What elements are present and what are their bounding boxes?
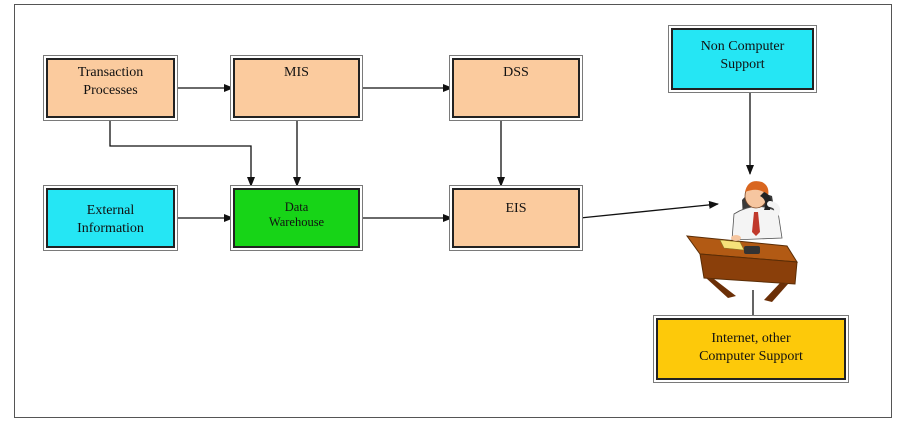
edge-eis-to-manager	[579, 200, 719, 219]
external-information-label: External Information	[77, 203, 144, 236]
edge-transaction-to-warehouse	[109, 118, 255, 187]
data-warehouse-box: Data Warehouse	[233, 188, 360, 248]
non-computer-support-label: Non Computer Support	[700, 39, 785, 72]
transaction-processes-label: Transaction Processes	[77, 65, 144, 98]
internet-computer-support-box: Internet, other Computer Support	[656, 318, 846, 380]
non-computer-support-box: Non Computer Support	[671, 28, 814, 90]
eis-label: EIS	[505, 201, 527, 216]
transaction-processes-box: Transaction Processes	[46, 58, 175, 118]
external-information-box: External Information	[46, 188, 175, 248]
dss-label: DSS	[503, 65, 529, 80]
mis-label: MIS	[284, 65, 309, 80]
executive-at-desk-icon	[685, 181, 798, 302]
internet-computer-support-label: Internet, other Computer Support	[699, 331, 803, 364]
data-warehouse-label: Data Warehouse	[268, 200, 325, 229]
dss-box: DSS	[452, 58, 580, 118]
eis-box: EIS	[452, 188, 580, 248]
mis-box: MIS	[233, 58, 360, 118]
